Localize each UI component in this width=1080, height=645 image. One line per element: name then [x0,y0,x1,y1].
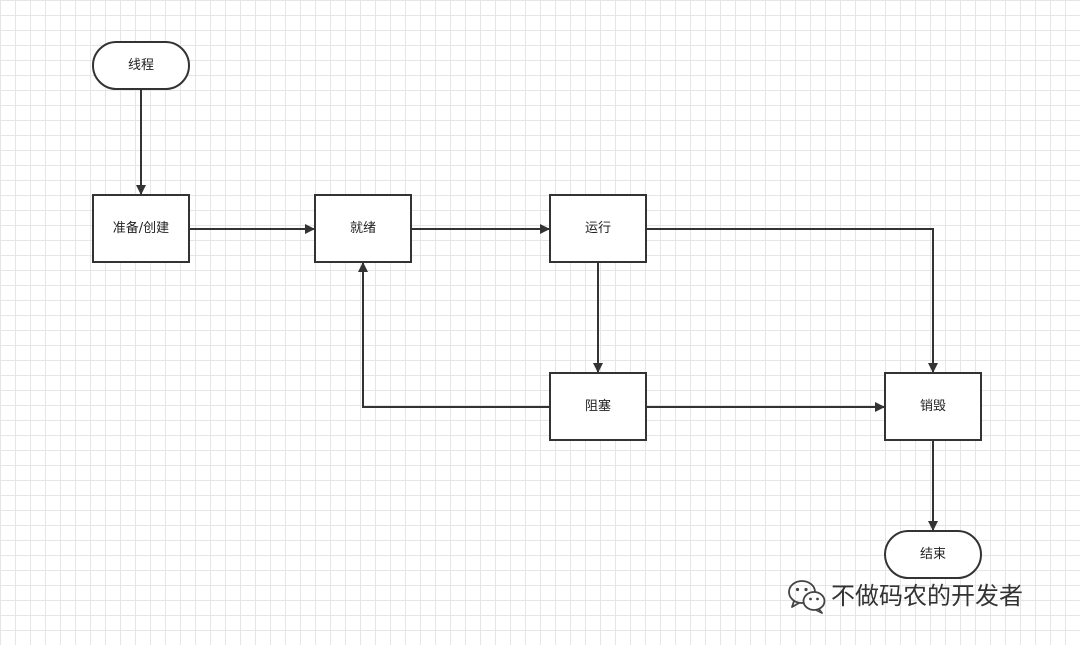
node-destroy-label: 销毁 [920,399,946,414]
wechat-icon [788,580,826,614]
node-end-label: 结束 [920,547,946,562]
node-running-box [549,194,647,263]
node-blocked: 阻塞 [549,372,647,441]
node-ready-box [314,194,412,263]
node-create-box [92,194,190,263]
node-thread-box [92,41,190,90]
node-blocked-label: 阻塞 [585,398,611,414]
node-thread-label: 线程 [128,58,154,73]
node-ready-label: 就绪 [350,221,376,236]
edge-blocked-to-ready [358,262,550,408]
node-ready: 就绪 [314,194,412,263]
edges [136,89,938,531]
node-end: 结束 [884,530,982,579]
node-thread: 线程 [92,41,190,90]
node-destroy: 销毁 [884,372,982,441]
node-end-box [884,530,982,579]
node-create-label: 准备/创建 [113,220,169,236]
node-running-label: 运行 [585,221,611,236]
node-create: 准备/创建 [92,194,190,263]
watermark: 不做码农的开发者 [787,578,1023,614]
node-destroy-box [884,372,982,441]
node-running: 运行 [549,194,647,263]
edge-running-to-destroy [646,228,938,373]
watermark-text: 不做码农的开发者 [831,582,1023,610]
node-blocked-box [549,372,647,441]
